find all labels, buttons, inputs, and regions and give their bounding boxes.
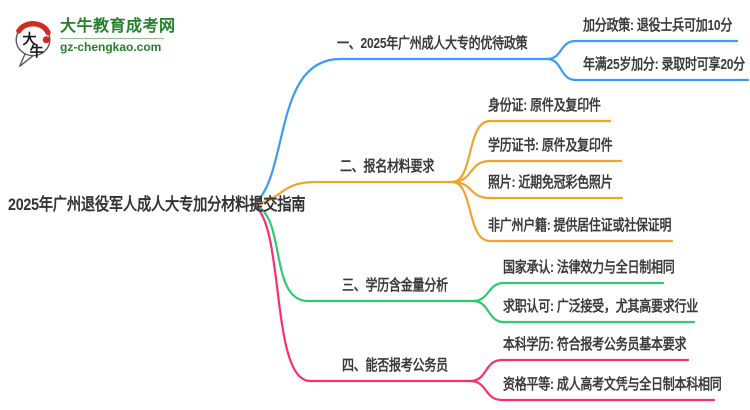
branch3-links [251, 203, 696, 324]
branch4-leaf1[interactable]: 本科学历: 符合报考公务员基本要求 [503, 336, 687, 353]
branch1-leaf2[interactable]: 年满25岁加分: 录取时可享20分 [583, 56, 745, 73]
branch2-leaf2[interactable]: 学历证书: 原件及复印件 [488, 137, 613, 154]
branch1-links [251, 39, 750, 207]
branch1-leaf1[interactable]: 加分政策: 退役士兵可加10分 [583, 17, 733, 34]
branch2-title[interactable]: 二、报名材料要求 [340, 158, 435, 175]
branch3-leaf1[interactable]: 国家承认: 法律效力与全日制相同 [503, 259, 675, 276]
logo-text-block: 大牛教育成考网 gz-chengkao.com [60, 18, 176, 54]
branch1-title[interactable]: 一、2025年广州成人大专的优待政策 [337, 35, 528, 52]
daniu-bubble-icon: 大 牛 [15, 21, 51, 67]
branch2-leaf4[interactable]: 非广州户籍: 提供居住证或社保证明 [488, 217, 672, 234]
branch4-links [251, 203, 716, 402]
branch4-title[interactable]: 四、能否报考公务员 [342, 357, 448, 374]
branch3-title[interactable]: 三、学历含金量分析 [342, 277, 448, 294]
branch4-leaf2[interactable]: 资格平等: 成人高考文凭与全日制本科相同 [503, 376, 722, 393]
site-logo: 大 牛 大牛教育成考网 gz-chengkao.com [10, 14, 176, 69]
site-name: 大牛教育成考网 [60, 18, 176, 35]
branch2-leaf1[interactable]: 身份证: 原件及复印件 [488, 97, 601, 114]
branch3-leaf2[interactable]: 求职认可: 广泛接受，尤其高要求行业 [503, 298, 699, 315]
site-url: gz-chengkao.com [60, 40, 162, 54]
logo-char-1: 大 [22, 31, 37, 47]
branch2-links [251, 119, 674, 243]
logo-char-2: 牛 [29, 44, 43, 60]
central-topic[interactable]: 2025年广州退役军人成人大专加分材料提交指南 [8, 195, 306, 214]
branch2-leaf3[interactable]: 照片: 近期免冠彩色照片 [488, 174, 613, 191]
logo-divider [60, 38, 164, 39]
seal-icon [42, 36, 50, 44]
